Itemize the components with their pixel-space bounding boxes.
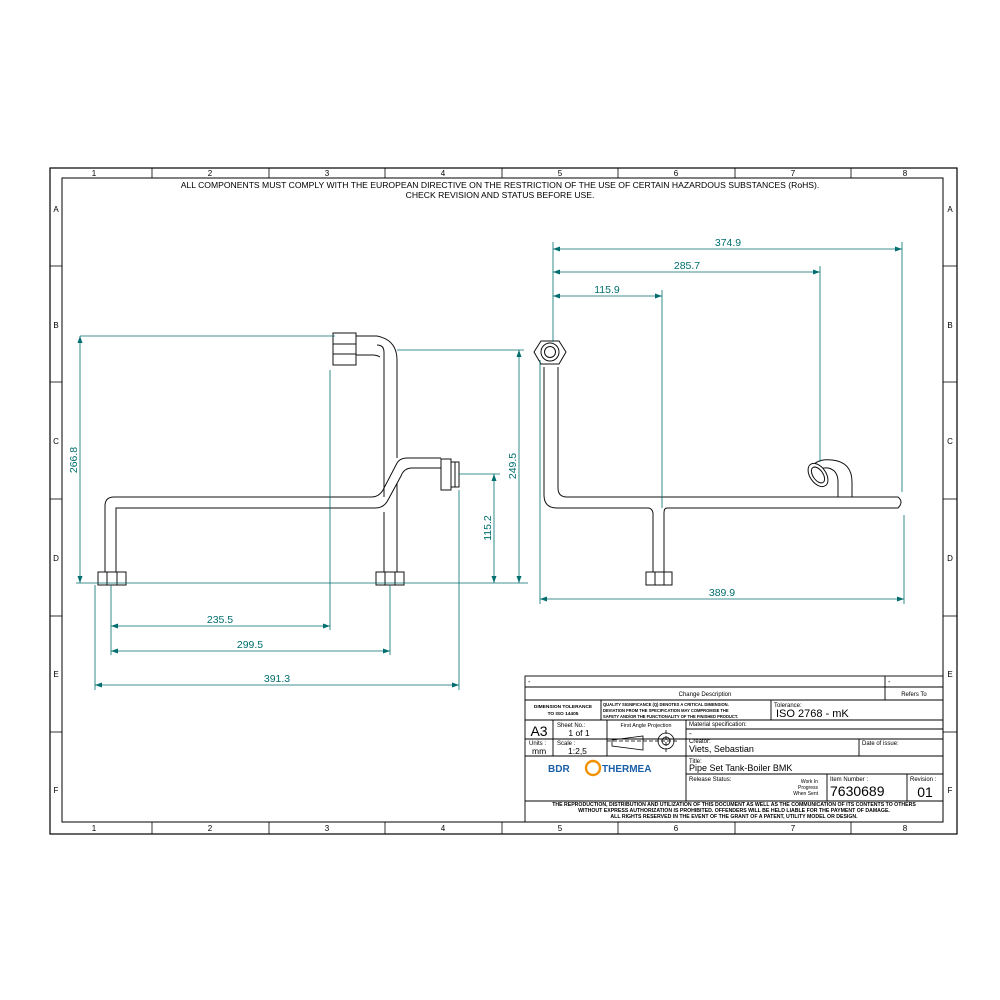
logo-text-left: BDR <box>548 764 570 775</box>
release-status-label: Release Status: <box>689 777 732 783</box>
release-status-line: When Sent <box>793 791 818 797</box>
dim-top-overall: 374.9 <box>715 237 741 249</box>
dim-bottom-overall: 389.9 <box>709 587 735 599</box>
right-view-part <box>533 340 902 586</box>
dim-height-total: 266.8 <box>68 447 80 473</box>
grid-col-label: 3 <box>325 169 330 178</box>
release-status-line: Work In <box>801 779 818 785</box>
units-label: Units : <box>529 741 546 747</box>
left-view-part <box>97 332 460 586</box>
sheet-number-value: 1 of 1 <box>568 728 590 738</box>
quality-note-line: SAFETY AND/OR THE FUNCTIONALITY OF THE F… <box>603 714 738 719</box>
grid-col-label: 2 <box>208 824 213 833</box>
check-revision-note: CHECK REVISION AND STATUS BEFORE USE. <box>406 190 595 200</box>
grid-col-label: 4 <box>441 824 446 833</box>
grid-col-label: 8 <box>903 824 908 833</box>
right-view-dimension-lines <box>539 242 905 604</box>
tolerance-label: Tolerance: <box>774 703 802 709</box>
dim-length-c: 391.3 <box>264 673 290 685</box>
grid-row-label: A <box>947 205 953 214</box>
grid-col-label: 8 <box>903 169 908 178</box>
scale-label: Scale : <box>557 741 576 747</box>
title-block-text: - - Change Description Refers To DIMENSI… <box>528 679 937 820</box>
grid-row-label: F <box>948 786 953 795</box>
grid-col-label: 1 <box>92 169 97 178</box>
grid-row-label: B <box>947 321 952 330</box>
grid-col-label: 6 <box>674 169 679 178</box>
scale-value: 1:2,5 <box>568 746 587 756</box>
grid-col-label: 1 <box>92 824 97 833</box>
dim-length-a: 235.5 <box>207 614 233 626</box>
change-ref: - <box>888 679 891 686</box>
material-label: Material specification: <box>689 722 747 728</box>
grid-row-label: C <box>53 437 59 446</box>
frame-ticks <box>50 168 957 834</box>
grid-col-label: 7 <box>791 169 796 178</box>
quality-note-line: QUALITY SIGNIFICANCE (Q) DENOTES A CRITI… <box>603 702 729 707</box>
grid-rows-right: A B C D E F <box>947 205 953 795</box>
legal-notice-line: THE REPRODUCTION, DISTRIBUTION AND UTILI… <box>552 802 916 808</box>
material-value: - <box>689 729 692 738</box>
grid-columns-bottom: 1 2 3 4 5 6 7 8 <box>92 824 908 833</box>
logo-sun-icon <box>584 759 602 777</box>
left-view-dimension-lines <box>76 335 528 690</box>
left-view-dimension-arrows <box>77 336 522 688</box>
change-index: - <box>528 679 531 686</box>
right-view-dimension-values: 374.9 285.7 115.9 389.9 <box>594 237 741 599</box>
release-status-line: Progress <box>798 785 819 791</box>
rohs-note: ALL COMPONENTS MUST COMPLY WITH THE EURO… <box>181 180 820 190</box>
dim-top-middle: 285.7 <box>674 260 700 272</box>
grid-row-label: F <box>54 786 59 795</box>
title-label: Title: <box>689 759 702 765</box>
right-view-dimension-arrows <box>540 246 904 602</box>
grid-col-label: 7 <box>791 824 796 833</box>
date-of-issue-label: Date of issue: <box>862 741 899 747</box>
first-angle-projection-symbol <box>607 730 679 752</box>
dim-height-inlet: 249.5 <box>507 453 519 479</box>
sheet-number-label: Sheet No.: <box>557 723 586 729</box>
drawing-title: Pipe Set Tank-Boiler BMK <box>689 763 792 773</box>
tolerance-standard: TO ISO 14405 <box>548 711 579 717</box>
grid-col-label: 6 <box>674 824 679 833</box>
grid-row-label: D <box>53 554 59 563</box>
sheet-frame <box>49 167 958 835</box>
dim-top-short: 115.9 <box>594 284 620 296</box>
grid-row-label: E <box>53 670 58 679</box>
grid-col-label: 2 <box>208 169 213 178</box>
sheet-format: A3 <box>530 723 547 739</box>
dimension-tolerance-label: DIMENSION TOLERANCE <box>534 704 593 710</box>
units-value: mm <box>532 746 546 756</box>
title-block <box>524 675 944 823</box>
item-number-label: Item Number : <box>830 777 868 783</box>
grid-row-label: B <box>53 321 58 330</box>
refers-to-header: Refers To <box>901 692 927 698</box>
grid-row-label: D <box>947 554 953 563</box>
change-description-header: Change Description <box>679 692 732 698</box>
tolerance-value: ISO 2768 - mK <box>776 708 849 720</box>
grid-col-label: 3 <box>325 824 330 833</box>
creator-value: Viets, Sebastian <box>689 744 754 754</box>
dim-height-outlet: 115.2 <box>482 515 494 541</box>
projection-label: First Angle Projection <box>621 723 672 729</box>
item-number-value: 7630689 <box>830 783 885 799</box>
legal-notice-line: ALL RIGHTS RESERVED IN THE EVENT OF THE … <box>610 814 858 820</box>
revision-value: 01 <box>917 784 933 800</box>
dim-length-b: 299.5 <box>237 639 263 651</box>
grid-columns-top: 1 2 3 4 5 6 7 8 <box>92 169 908 178</box>
quality-note-line: DEVIATION FROM THE SPECIFICATION MAY COM… <box>603 708 729 713</box>
grid-row-label: C <box>947 437 953 446</box>
grid-col-label: 4 <box>441 169 446 178</box>
legal-notice-line: WITHOUT EXPRESS AUTHORIZATION IS PROHIBI… <box>578 808 890 814</box>
grid-row-label: A <box>53 205 59 214</box>
creator-label: Creator: <box>689 739 711 745</box>
grid-col-label: 5 <box>558 169 563 178</box>
left-view-dimension-values: 266.8 249.5 115.2 235.5 299.5 391.3 <box>68 447 519 685</box>
grid-col-label: 5 <box>558 824 563 833</box>
logo-text-right: THERMEA <box>602 764 651 775</box>
grid-row-label: E <box>947 670 952 679</box>
revision-label: Revision : <box>910 777 937 783</box>
bdr-thermea-logo: BDR THERMEA <box>548 759 651 777</box>
grid-rows-left: A B C D E F <box>53 205 59 795</box>
